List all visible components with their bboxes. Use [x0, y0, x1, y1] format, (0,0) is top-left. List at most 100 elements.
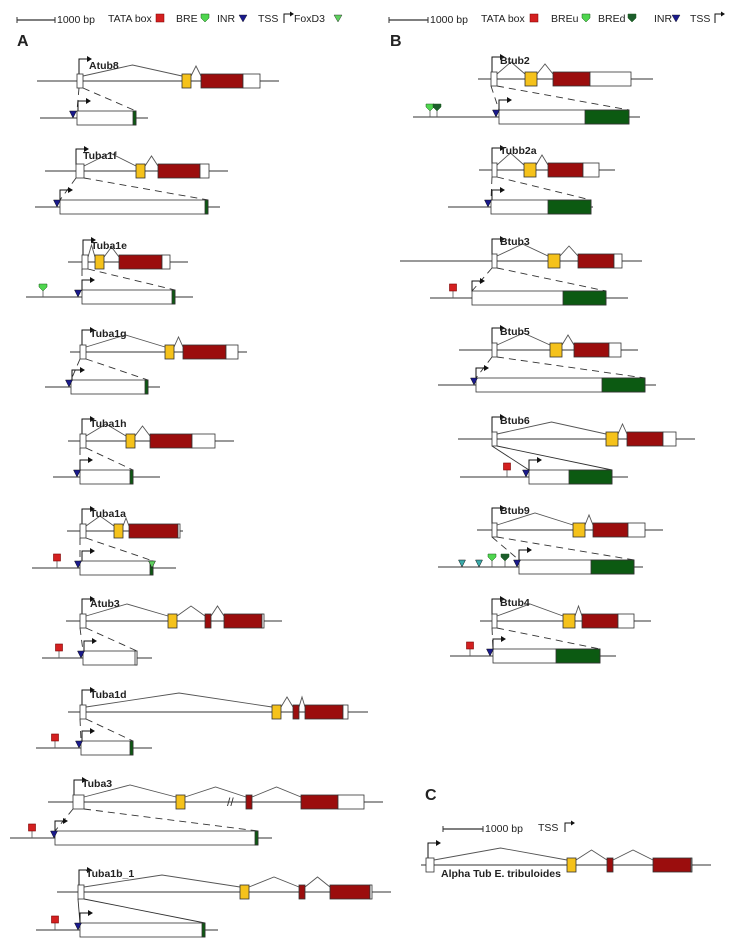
gene-B-6-intron-0 — [496, 603, 564, 617]
gene-C-0-label: Alpha Tub E. tribuloides — [441, 868, 561, 880]
gene-A-1-intron-1 — [144, 155, 159, 167]
gene-A-3-zoom-utr — [70, 379, 149, 395]
gene-A-7-exon-0 — [79, 704, 87, 720]
legend-B-breu-swatch — [581, 13, 591, 23]
gene-C-0-exon-2 — [606, 857, 614, 873]
gene-A-8-exon-1 — [175, 794, 186, 810]
gene-B-6-zoom-tata-0 — [466, 641, 474, 650]
gene-A-3-exon-0 — [79, 344, 87, 360]
gene-B-4-exon-3 — [662, 431, 677, 447]
gene-A-6-zoom-guide-1 — [85, 627, 138, 652]
gene-A-2-exon-3 — [161, 254, 171, 270]
gene-A-8-tss — [73, 779, 84, 796]
gene-A-2-zoom-tss-head — [90, 277, 95, 283]
gene-B-5-exon-0 — [491, 522, 498, 538]
legend-A-tss-swatch — [283, 13, 291, 23]
gene-B-3-zoom-tss-head — [484, 365, 489, 371]
gene-A-7-zoom-utr — [80, 740, 134, 756]
gene-B-1-zoom-guide-1 — [496, 176, 592, 201]
gene-A-1-tss — [75, 148, 86, 165]
gene-B-6-tss — [491, 598, 502, 615]
gene-B-0-tss-head — [500, 54, 505, 60]
gene-B-2-exon-1 — [547, 253, 561, 269]
gene-B-0-intron-0 — [496, 61, 526, 75]
gene-A-1-exon-0 — [75, 163, 85, 179]
legend-C-tss-label: TSS — [538, 822, 558, 834]
gene-A-5-zoom-tss — [81, 550, 92, 562]
gene-B-3-exon-2 — [573, 342, 610, 358]
gene-A-6-intron-1 — [176, 605, 206, 617]
gene-B-0-exon-3 — [589, 71, 632, 87]
gene-B-5-zoom-cyan-1 — [475, 559, 483, 568]
gene-C-0-intron-0 — [433, 847, 568, 861]
gene-A-2-zoom-bre-0 — [38, 283, 48, 292]
gene-B-5-exon-3 — [627, 522, 646, 538]
gene-A-2-exon-1 — [94, 254, 105, 270]
gene-A-4-exon-0 — [79, 433, 87, 449]
gene-B-5-tss-head — [500, 505, 505, 511]
gene-B-4-zoom-cds — [568, 469, 613, 485]
gene-B-4-intron-0 — [496, 421, 607, 435]
gene-B-5-zoom-cds — [590, 559, 635, 575]
gene-B-5-zoom-guide-0 — [491, 536, 520, 561]
gene-A-5-tss-head — [90, 506, 95, 512]
gene-A-0-label: Atub8 — [89, 60, 119, 72]
gene-B-4-tss — [491, 416, 502, 433]
gene-B-2-tss-head — [500, 236, 505, 242]
gene-B-1-zoom-tss — [491, 189, 502, 201]
gene-A-0-exon-0 — [76, 73, 84, 89]
gene-B-5-zoom-tss-head — [527, 547, 532, 553]
gene-A-7-zoom-guide-0 — [79, 718, 82, 742]
gene-A-0-intron-1 — [190, 64, 202, 77]
legend-A-tata-box-label: TATA box — [108, 13, 153, 25]
gene-A-8-exon-4 — [337, 794, 365, 810]
gene-A-2-intron-1 — [103, 246, 120, 258]
gene-A-8-intron-2 — [251, 786, 302, 798]
panel-letter-B: B — [390, 33, 402, 50]
legend-A-bre-swatch — [200, 13, 210, 23]
gene-B-0-zoom-inr-2 — [492, 109, 500, 118]
gene-A-8-zoom-inr-1 — [50, 830, 58, 839]
gene-A-4-intron-0 — [85, 423, 127, 437]
gene-A-6-zoom-tata-0 — [55, 643, 63, 652]
legend-B-bred-label: BREd — [598, 13, 626, 25]
gene-A-6-exon-0 — [79, 613, 87, 629]
gene-A-9-exon-2 — [298, 884, 306, 900]
gene-A-2-zoom-cds — [171, 289, 176, 305]
gene-A-9-zoom-utr — [79, 922, 206, 938]
gene-B-1-exon-3 — [582, 162, 600, 178]
gene-A-9-zoom-tss — [79, 912, 90, 924]
gene-A-3-zoom-tss-head — [80, 367, 85, 373]
gene-C-0-exon-1 — [566, 857, 577, 873]
gene-A-7-exon-3 — [304, 704, 344, 720]
gene-A-3-tss — [81, 329, 92, 346]
gene-A-4-zoom-tss-head — [88, 457, 93, 463]
gene-A-2-label: Tuba1e — [91, 240, 127, 252]
gene-A-2-intron-0 — [87, 243, 96, 258]
scale-bar-B-label: 1000 bp — [430, 14, 468, 26]
gene-A-6-tss — [81, 598, 92, 615]
gene-B-5-intron-0 — [496, 512, 574, 526]
gene-A-6-intron-0 — [85, 603, 169, 617]
gene-B-5-tss — [491, 507, 502, 524]
gene-A-3-zoom-guide-0 — [70, 358, 81, 381]
gene-B-1-zoom-inr-0 — [484, 199, 492, 208]
gene-B-6-exon-0 — [491, 613, 498, 629]
gene-B-1-exon-0 — [491, 162, 498, 178]
legend-A-tata-box-swatch — [155, 13, 165, 23]
gene-A-5-tss — [81, 508, 92, 525]
gene-B-6-zoom-inr-1 — [486, 648, 494, 657]
gene-A-8-exon-3 — [300, 794, 339, 810]
gene-B-0-zoom-bre-0 — [425, 103, 435, 112]
gene-A-6-exon-1 — [167, 613, 178, 629]
legend-B-tss-swatch — [714, 13, 722, 23]
gene-B-3-exon-0 — [491, 342, 498, 358]
gene-A-7-exon-2 — [292, 704, 300, 720]
legend-A-foxd3-swatch — [333, 14, 343, 23]
gene-A-0-zoom-cds — [132, 110, 137, 126]
gene-A-6-zoom-utr — [82, 650, 138, 666]
gene-A-1-label: Tuba1f — [83, 150, 117, 162]
gene-B-4-tss-head — [500, 414, 505, 420]
gene-A-2-zoom-utr — [81, 289, 176, 305]
gene-C-0-exon-0 — [425, 857, 435, 873]
